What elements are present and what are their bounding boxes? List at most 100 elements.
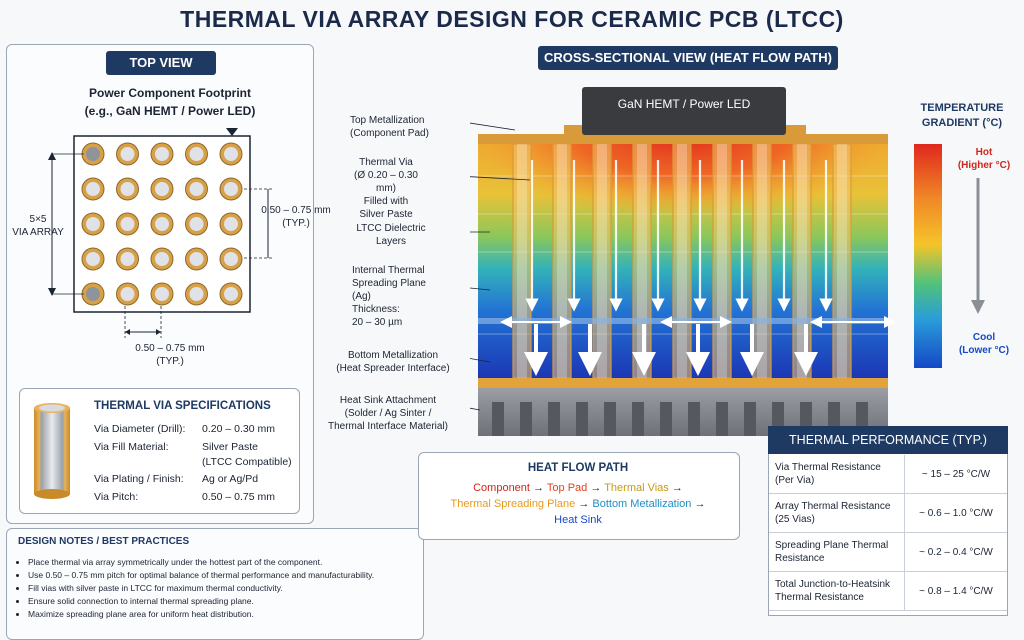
spec-key: Via Plating / Finish: xyxy=(94,473,184,485)
spec-key: Via Pitch: xyxy=(94,491,139,503)
thermal-via xyxy=(81,212,105,236)
spec-value: 0.20 – 0.30 mm xyxy=(202,423,275,435)
fin-slot xyxy=(688,402,700,436)
performance-metric: Array Thermal Resistance xyxy=(775,501,891,512)
heat-flow-arrows xyxy=(500,160,896,376)
thermal-via xyxy=(116,282,139,306)
heat-flow-line-1: Component → Top Pad → Thermal Vias → xyxy=(473,482,683,494)
label-spreading-plane: Internal Thermal Spreading Plane (Ag) Th… xyxy=(352,265,426,328)
performance-value: ~ 0.8 – 1.4 °C/W xyxy=(904,571,1007,611)
pin1-marker xyxy=(226,128,238,136)
thermal-via xyxy=(81,177,105,201)
specs-title: THERMAL VIA SPECIFICATIONS xyxy=(94,400,271,412)
component-label: GaN HEMT / Power LED xyxy=(617,97,751,111)
note-item: Fill vias with silver paste in LTCC for … xyxy=(28,582,418,595)
via-grid xyxy=(81,142,243,306)
top-view-tag: TOP VIEW xyxy=(106,51,216,75)
thermal-via xyxy=(81,282,105,306)
note-item: Maximize spreading plane area for unifor… xyxy=(28,608,418,621)
fin-slot xyxy=(604,402,616,436)
cross-section-drawing xyxy=(470,87,896,436)
spec-key: Via Diameter (Drill): xyxy=(94,423,186,435)
performance-row: Array Thermal Resistance (25 Vias) ~ 0.6 –… xyxy=(769,493,1007,533)
thermal-via xyxy=(116,212,139,236)
performance-metric-sub: (25 Vias) xyxy=(775,514,815,525)
footprint-subtitle: (e.g., GaN HEMT / Power LED) xyxy=(84,104,256,118)
label-ltcc-layers: LTCC Dielectric Layers xyxy=(356,223,426,247)
note-item: Ensure solid connection to internal ther… xyxy=(28,595,418,608)
heat-flow-line-3: Heat Sink xyxy=(418,512,738,528)
thermal-via xyxy=(185,142,208,166)
performance-metric: Spreading Plane Thermal xyxy=(775,540,889,551)
footprint-title: Power Component Footprint xyxy=(89,86,251,100)
flow-spreading-plane: Thermal Spreading Plane xyxy=(450,498,576,510)
thermal-vias xyxy=(512,143,852,379)
thermal-via xyxy=(219,212,243,236)
flow-top-pad: Top Pad xyxy=(546,482,588,494)
gradient-arrow-icon xyxy=(971,178,985,314)
thermal-via xyxy=(116,247,139,271)
thermal-via xyxy=(185,282,208,306)
thermal-via xyxy=(219,247,243,271)
heat-sink-fins xyxy=(492,402,868,436)
gradient-title: TEMPERATURE GRADIENT (°C) xyxy=(920,102,1004,129)
component-block xyxy=(582,87,786,135)
page-title: THERMAL VIA ARRAY DESIGN FOR CERAMIC PCB… xyxy=(180,6,844,32)
thermal-via xyxy=(81,247,105,271)
array-label: 5×5 VIA ARRAY xyxy=(12,214,64,238)
pitch-right-label: 0.50 – 0.75 mm (TYP.) xyxy=(261,205,331,229)
fin-slot xyxy=(520,402,532,436)
heat-flow-line-2: Thermal Spreading Plane → Bottom Metalli… xyxy=(450,498,706,510)
spec-value: Silver Paste xyxy=(202,441,259,453)
thermal-via xyxy=(150,247,174,271)
label-heat-sink: Heat Sink Attachment (Solder / Ag Sinter… xyxy=(327,395,449,432)
fin-slot xyxy=(548,402,560,436)
performance-metric: Via Thermal Resistance xyxy=(775,462,881,473)
cross-section-tag: CROSS-SECTIONAL VIEW (HEAT FLOW PATH) xyxy=(538,46,838,70)
notes-title: DESIGN NOTES / BEST PRACTICES xyxy=(18,536,190,547)
note-item: Place thermal via array symmetrically un… xyxy=(28,556,418,569)
label-bottom-metallization: Bottom Metallization (Heat Spreader Inte… xyxy=(336,350,450,374)
thermal-via xyxy=(185,177,208,201)
heat-flow-panel xyxy=(418,452,740,540)
thermal-via xyxy=(116,177,139,201)
performance-table: Via Thermal Resistance (Per Via) ~ 15 – 25… xyxy=(769,455,1007,611)
spec-value: (LTCC Compatible) xyxy=(202,456,292,468)
performance-row: Via Thermal Resistance (Per Via) ~ 15 – 25… xyxy=(769,455,1007,494)
thermal-via xyxy=(185,247,208,271)
bottom-metallization xyxy=(478,378,888,388)
performance-value: ~ 15 – 25 °C/W xyxy=(904,455,1007,494)
thermal-via xyxy=(116,142,139,166)
flow-component: Component xyxy=(473,482,530,494)
thermal-via xyxy=(219,177,243,201)
fin-slot xyxy=(492,402,504,436)
heat-flow-title: HEAT FLOW PATH xyxy=(527,462,629,474)
thermal-via xyxy=(219,282,243,306)
thermal-via xyxy=(219,142,243,166)
notes-list: Place thermal via array symmetrically un… xyxy=(14,556,418,621)
flow-bottom-metallization: Bottom Metallization xyxy=(592,498,692,510)
performance-metric-sub: Resistance xyxy=(775,553,825,564)
performance-value: ~ 0.6 – 1.0 °C/W xyxy=(904,493,1007,533)
label-thermal-via: Thermal Via (Ø 0.20 – 0.30 mm) Filled wi… xyxy=(354,157,418,220)
thermal-via xyxy=(150,142,174,166)
performance-title: THERMAL PERFORMANCE (TYP.) xyxy=(768,426,1008,454)
fin-slot xyxy=(716,402,728,436)
performance-metric-sub: (Per Via) xyxy=(775,475,815,486)
flow-heat-sink: Heat Sink xyxy=(554,514,602,526)
thermal-via xyxy=(185,212,208,236)
label-top-metallization: Top Metallization (Component Pad) xyxy=(350,115,429,139)
flow-thermal-vias: Thermal Vias xyxy=(604,482,669,494)
thermal-via xyxy=(150,177,174,201)
pitch-bottom-label: 0.50 – 0.75 mm (TYP.) xyxy=(135,343,205,367)
temperature-gradient-bar xyxy=(914,144,942,368)
spec-value: 0.50 – 0.75 mm xyxy=(202,491,275,503)
fin-slot xyxy=(576,402,588,436)
top-metallization xyxy=(478,134,888,144)
thermal-via xyxy=(150,212,174,236)
top-view-drawing xyxy=(48,128,272,338)
fin-slot xyxy=(632,402,644,436)
spec-key: Via Fill Material: xyxy=(94,441,169,453)
